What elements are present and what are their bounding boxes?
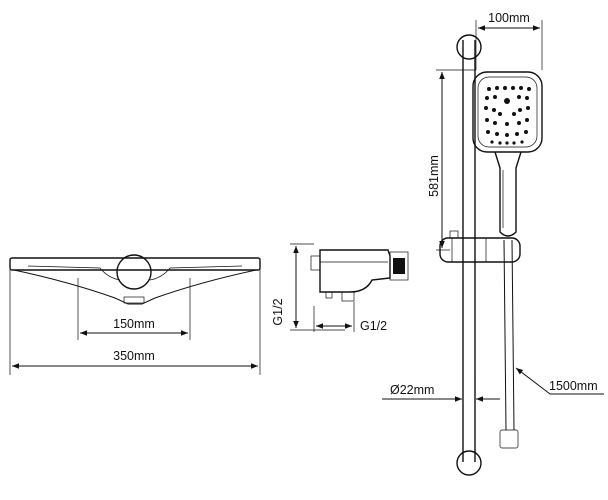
dim-label-150mm: 150mm <box>113 317 155 331</box>
shower-rail-assembly <box>436 20 543 476</box>
shelf-line-left <box>27 265 121 281</box>
hose-line-1 <box>503 239 507 431</box>
shelf-line-right <box>149 265 243 281</box>
cartridge-fill <box>393 258 405 274</box>
rail-top-bracket <box>456 34 482 60</box>
dim-label-581mm: 581mm <box>427 155 441 197</box>
shower-head-inner <box>477 76 538 148</box>
hose-connector <box>499 429 519 449</box>
mixer-cartridge <box>389 251 409 281</box>
mixer-top-view <box>9 254 261 375</box>
dim-label-g12-vertical: G1/2 <box>271 298 285 325</box>
mixer-body <box>319 249 391 293</box>
shelf-body <box>9 257 261 271</box>
leader-1500-diagonal <box>515 367 551 395</box>
dim-label-22mm: Ø22mm <box>390 383 434 397</box>
mixer-side-view <box>290 243 409 332</box>
shower-head <box>472 71 543 153</box>
inlet-thread-left <box>310 255 321 271</box>
dim-label-g12-horizontal: G1/2 <box>360 319 387 333</box>
shelf-underside <box>13 269 257 305</box>
outlet-stub <box>325 291 333 299</box>
rail-bottom-bracket <box>456 450 482 476</box>
shower-handle <box>494 151 522 237</box>
dim-label-100mm: 100mm <box>488 11 530 25</box>
mixer-knob <box>116 254 152 290</box>
shower-nozzles <box>484 86 531 145</box>
dim-label-350mm: 350mm <box>113 349 155 363</box>
hose-line-2 <box>511 239 515 431</box>
mixer-outlet <box>123 296 145 304</box>
dim-label-1500mm: 1500mm <box>549 379 598 393</box>
slider-knob <box>449 230 459 239</box>
outlet-nut <box>341 291 355 302</box>
